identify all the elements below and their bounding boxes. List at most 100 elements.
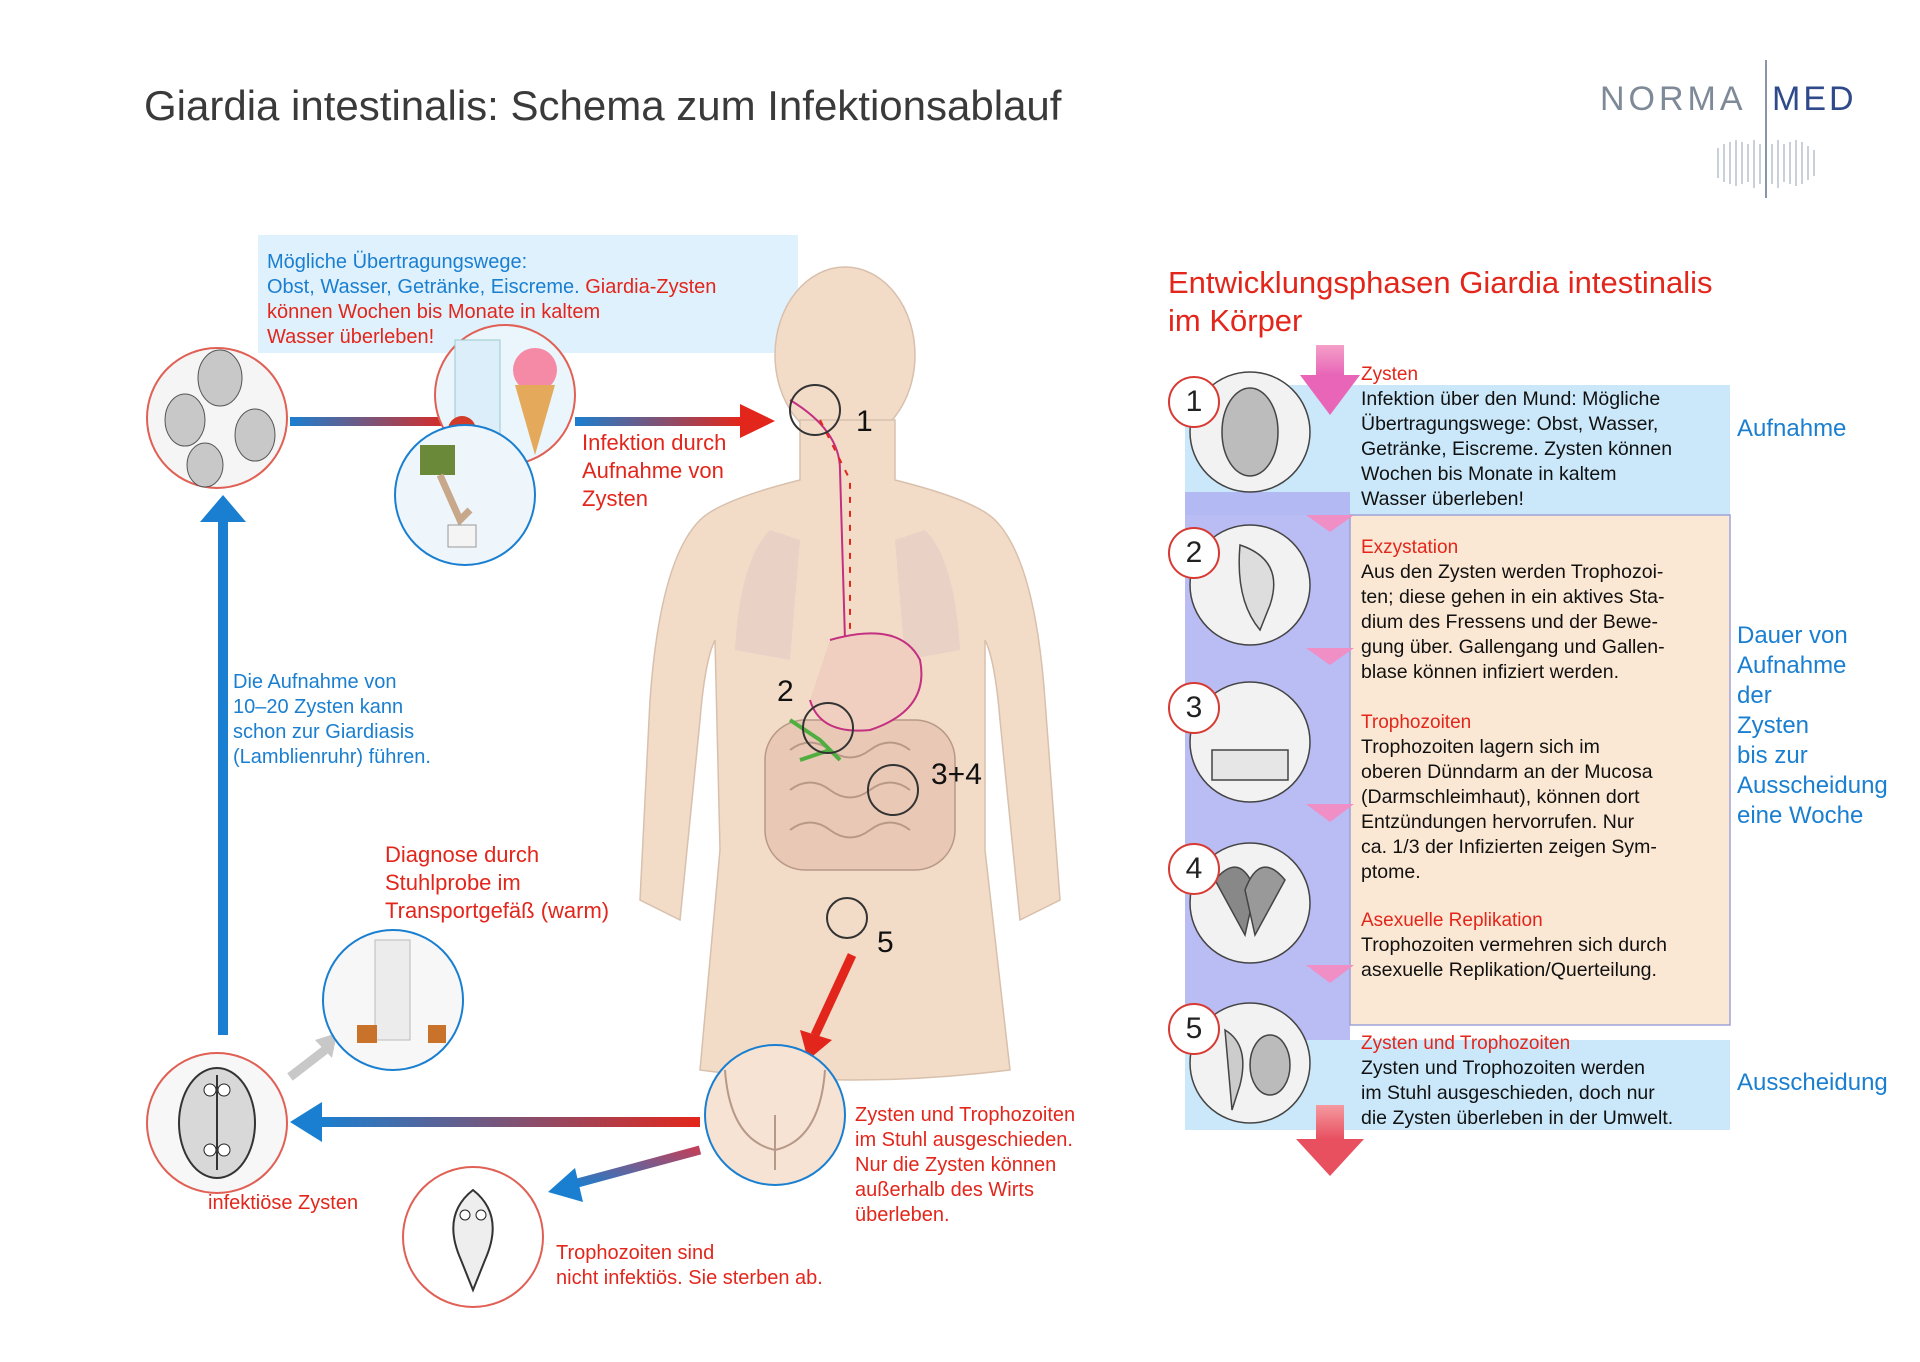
normamed-logo: NORMA MED (1600, 60, 1860, 200)
phase-2-line4: gung über. Gallengang und Gallen- (1361, 636, 1665, 658)
infection-label: Infektion durch Aufnahme von Zysten (582, 429, 726, 513)
phase-2-title: Exzystation (1361, 537, 1459, 558)
duration-line7: eine Woche (1737, 802, 1864, 829)
marker-2 (802, 702, 854, 754)
phase-2: Exzystation Aus den Zysten werden Tropho… (1361, 536, 1721, 685)
phase-number-5: 5 (1168, 1003, 1220, 1055)
phase-1-line1: Infektion über den Mund: Mögliche (1361, 388, 1661, 410)
phase-5-title: Zysten und Trophozoiten (1361, 1033, 1571, 1054)
trophozoite-note-line2: nicht infektiös. Sie sterben ab. (556, 1267, 823, 1289)
phase-3-line1: Trophozoiten lagern sich im (1361, 736, 1600, 758)
cycle-note-line2: 10–20 Zysten kann (233, 696, 404, 718)
duration-line1: Dauer von (1737, 622, 1848, 649)
duration-line2: Aufnahme (1737, 652, 1847, 679)
phase-number-3: 3 (1168, 682, 1220, 734)
phase-2-line3: dium des Fressens und der Bewe- (1361, 611, 1658, 633)
excretion-note-line4: außerhalb des Wirts (855, 1179, 1034, 1201)
phase-4-title: Asexuelle Replikation (1361, 910, 1543, 931)
infection-label-line2: Aufnahme von (582, 458, 724, 483)
transmission-cyst-note: Giardia-Zysten (585, 276, 717, 298)
diagnosis-line1: Diagnose durch (385, 842, 540, 867)
body-number-1: 1 (856, 405, 873, 438)
duration-line3: der (1737, 682, 1772, 709)
phase-2-line2: ten; diese gehen in ein aktives Sta- (1361, 586, 1665, 608)
excretion-illustration (704, 1044, 846, 1186)
trophozoite-note: Trophozoiten sind nicht infektiös. Sie s… (556, 1241, 823, 1291)
panel-text-box (1350, 515, 1730, 1025)
duration-line4: Zysten (1737, 712, 1810, 739)
side-label-duration: Dauer von Aufnahme der Zysten bis zur Au… (1737, 621, 1888, 831)
phase-3-line6: ptome. (1361, 861, 1421, 883)
cycle-note-line1: Die Aufnahme von (233, 671, 397, 693)
logo-right-text: MED (1772, 80, 1857, 118)
body-number-2: 2 (777, 675, 794, 708)
side-label-ausscheidung: Ausscheidung (1737, 1069, 1888, 1096)
phase-3-line3: (Darmschleimhaut), können dort (1361, 786, 1640, 808)
transmission-text: Mögliche Übertragungswege: Obst, Wasser,… (267, 250, 827, 350)
trophozoite-note-line1: Trophozoiten sind (556, 1242, 715, 1264)
diagnosis-line3: Transportgefäß (warm) (385, 898, 610, 923)
marker-1 (789, 384, 841, 436)
infectious-cyst-illustration (146, 1052, 288, 1194)
phase-3-line5: ca. 1/3 der Infizierten zeigen Sym- (1361, 836, 1657, 858)
phase-1-line3: Getränke, Eiscreme. Zysten können (1361, 438, 1673, 460)
phase-1-line4: Wochen bis Monate in kaltem (1361, 463, 1617, 485)
phase-number-4: 4 (1168, 843, 1220, 895)
panel-title: Entwicklungsphasen Giardia intestinalis … (1168, 264, 1713, 340)
phase-number-1: 1 (1168, 376, 1220, 428)
body-number-5: 5 (877, 926, 894, 959)
phase-4: Asexuelle Replikation Trophozoiten verme… (1361, 909, 1721, 983)
phase-3-title: Trophozoiten (1361, 712, 1472, 733)
excretion-note-line1: Zysten und Trophozoiten (855, 1104, 1076, 1126)
excretion-note-line5: überleben. (855, 1204, 950, 1226)
excretion-note-line2: im Stuhl ausgeschieden. (855, 1129, 1073, 1151)
cycle-note-line4: (Lamblienruhr) führen. (233, 746, 431, 768)
phase-illustrations (1189, 371, 1311, 1124)
phase-arrows (1296, 345, 1364, 1176)
arrow-to-trophozoites (568, 1145, 702, 1190)
water-illustration (394, 424, 536, 566)
panel-title-line2: im Körper (1168, 303, 1303, 338)
lungs (735, 530, 960, 660)
cycle-note: Die Aufnahme von 10–20 Zysten kann schon… (233, 670, 431, 770)
arrow-to-diagnosis (287, 1046, 328, 1081)
arrow-up-cycle (218, 520, 228, 1035)
panel-title-line1: Entwicklungsphasen Giardia intestinalis (1168, 265, 1713, 300)
diagnosis-vessel-illustration (322, 929, 464, 1071)
infection-label-line3: Zysten (582, 486, 649, 511)
diagnosis-line2: Stuhlprobe im (385, 870, 521, 895)
phase-4-line2: asexuelle Replikation/Querteilung. (1361, 959, 1657, 981)
cycle-note-line3: schon zur Giardiasis (233, 721, 415, 743)
diagnosis-label: Diagnose durch Stuhlprobe im Transportge… (385, 841, 609, 925)
transmission-heading: Mögliche Übertragungswege: (267, 251, 528, 273)
phase-1-title: Zysten (1361, 364, 1419, 385)
phase-3-line2: oberen Dünndarm an der Mucosa (1361, 761, 1653, 783)
arrow-cysts-to-food (290, 417, 455, 426)
cysts-illustration (146, 347, 288, 489)
page-title: Giardia intestinalis: Schema zum Infekti… (144, 82, 1062, 129)
infection-label-line1: Infektion durch (582, 430, 727, 455)
phase-2-line1: Aus den Zysten werden Trophozoi- (1361, 561, 1664, 583)
duration-line5: bis zur (1737, 742, 1808, 769)
duration-line6: Ausscheidung (1737, 772, 1888, 799)
phase-5-line1: Zysten und Trophozoiten werden (1361, 1057, 1646, 1079)
phase-1-line2: Übertragungswege: Obst, Wasser, (1361, 413, 1659, 435)
phase-3: Trophozoiten Trophozoiten lagern sich im… (1361, 711, 1721, 885)
side-label-aufnahme: Aufnahme (1737, 415, 1847, 442)
phase-2-line5: blase können infiziert werden. (1361, 661, 1619, 683)
logo-left-text: NORMA (1600, 80, 1747, 118)
arrow-excretion-to-cysts (320, 1117, 700, 1127)
transmission-survival-2: Wasser überleben! (267, 326, 435, 348)
arrow-food-to-mouth (575, 417, 740, 426)
trophozoite-illustration (402, 1166, 544, 1308)
phase-4-line1: Trophozoiten vermehren sich durch (1361, 934, 1668, 956)
phase-5-line3: die Zysten überleben in der Umwelt. (1361, 1107, 1674, 1129)
phase-5-line2: im Stuhl ausgeschieden, doch nur (1361, 1082, 1655, 1104)
marker-34 (867, 764, 919, 816)
body-number-34: 3+4 (931, 758, 982, 791)
transmission-foods: Obst, Wasser, Getränke, Eiscreme. (267, 276, 580, 298)
infectious-cysts-label: infektiöse Zysten (208, 1192, 359, 1214)
excretion-note: Zysten und Trophozoiten im Stuhl ausgesc… (855, 1103, 1075, 1228)
transmission-survival-1: können Wochen bis Monate in kaltem (267, 301, 601, 323)
